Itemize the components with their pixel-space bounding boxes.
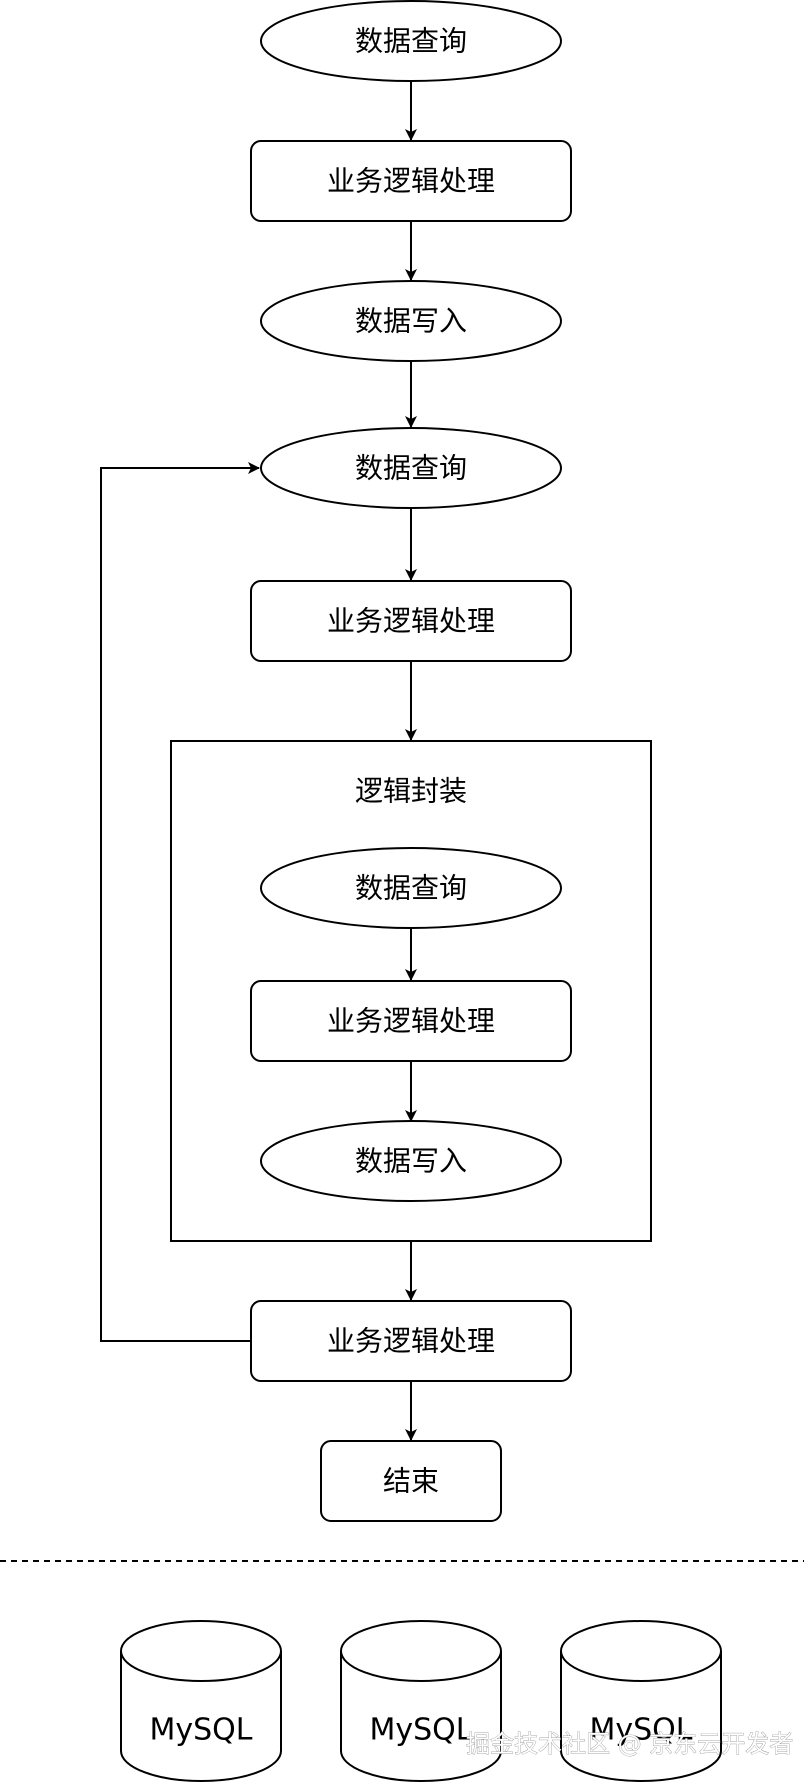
node-query-1: 数据查询: [260, 0, 562, 82]
database-cylinder: MySQL: [560, 1620, 722, 1782]
node-process-3-label: 业务逻辑处理: [327, 1005, 495, 1038]
node-process-4: 业务逻辑处理: [250, 1300, 572, 1382]
node-write-2: 数据写入: [260, 1120, 562, 1202]
database-label: MySQL: [369, 1713, 472, 1748]
node-process-4-label: 业务逻辑处理: [327, 1325, 495, 1358]
node-process-2-label: 业务逻辑处理: [327, 605, 495, 638]
database-cylinder: MySQL: [120, 1620, 282, 1782]
watermark: 掘金技术社区 @ 京东云开发者: [466, 1730, 793, 1758]
encapsulation-title: 逻辑封装: [355, 775, 467, 808]
database-cylinder: MySQL: [340, 1620, 502, 1782]
node-process-3: 业务逻辑处理: [250, 980, 572, 1062]
loop-back-arrow: [100, 462, 260, 1342]
node-query-1-label: 数据查询: [355, 25, 467, 58]
node-process-1-label: 业务逻辑处理: [327, 165, 495, 198]
node-end-label: 结束: [383, 1465, 439, 1498]
node-process-1: 业务逻辑处理: [250, 140, 572, 222]
node-query-2: 数据查询: [260, 427, 562, 509]
database-label: MySQL: [589, 1713, 692, 1748]
database-label: MySQL: [149, 1713, 252, 1748]
node-end: 结束: [320, 1440, 502, 1522]
node-write-2-label: 数据写入: [355, 1145, 467, 1178]
node-query-3-label: 数据查询: [355, 872, 467, 905]
node-query-2-label: 数据查询: [355, 452, 467, 485]
node-process-2: 业务逻辑处理: [250, 580, 572, 662]
node-write-1: 数据写入: [260, 280, 562, 362]
node-query-3: 数据查询: [260, 847, 562, 929]
node-write-1-label: 数据写入: [355, 305, 467, 338]
